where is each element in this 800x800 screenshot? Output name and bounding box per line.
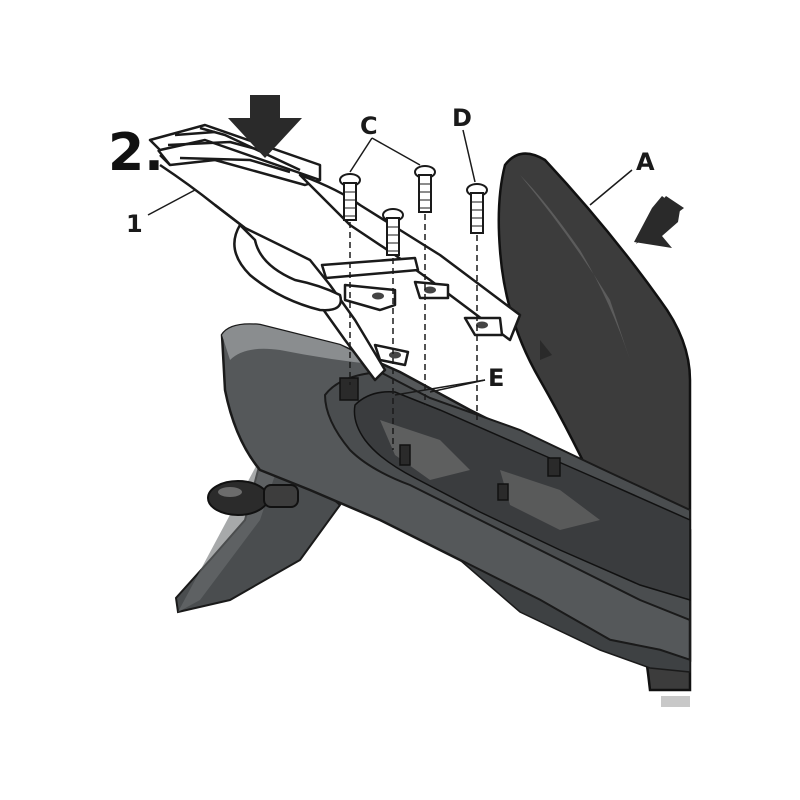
leader-lines [147, 129, 633, 396]
bolt-icon [414, 165, 436, 213]
bolt-icon [339, 173, 361, 221]
grey-swatch [661, 696, 690, 707]
label-part-c: C [360, 112, 378, 140]
bolts-c [339, 165, 436, 256]
tail-fairing [220, 323, 692, 673]
bolt-d [466, 183, 488, 234]
label-part-d: D [452, 104, 472, 132]
luggage-rack [148, 123, 522, 382]
down-arrow-icon [228, 95, 302, 158]
bolt-icon [382, 208, 404, 256]
label-part-e: E [488, 364, 504, 392]
step-number: 2. [108, 123, 164, 183]
diagonal-arrow-icon [634, 196, 684, 248]
turn-signal [207, 480, 299, 516]
alignment-guides [349, 214, 478, 450]
mounting-studs [339, 377, 561, 501]
label-part-1: 1 [126, 210, 143, 238]
label-part-a: A [636, 148, 655, 176]
